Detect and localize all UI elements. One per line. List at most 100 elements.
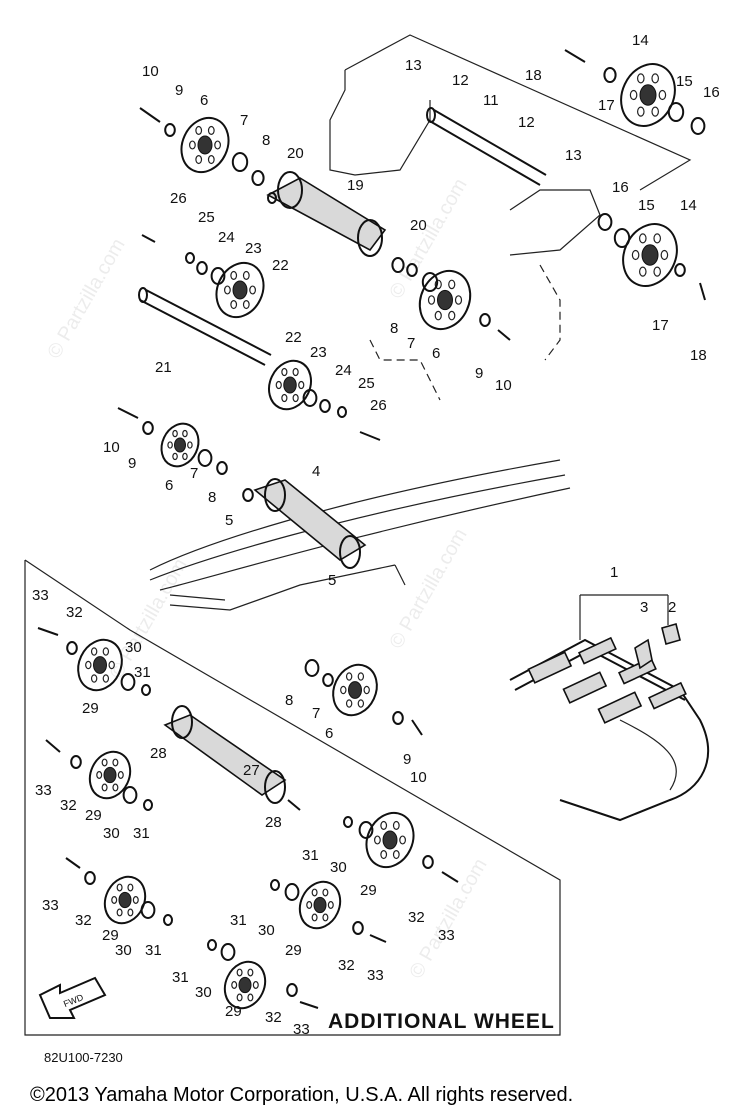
callout-number: 9 (403, 751, 411, 768)
callout-numbers: 1096782019262524232221222324252613121112… (32, 32, 720, 1038)
wheel-hole (85, 660, 92, 670)
wheel-hole (327, 901, 334, 909)
callout-number: 18 (690, 347, 707, 364)
wheel-hole (242, 270, 250, 280)
callout-number: 6 (325, 725, 333, 742)
wheel-hole (231, 981, 238, 989)
callout-number: 29 (82, 700, 99, 717)
callout-number: 13 (565, 147, 582, 164)
copyright-notice: ©2013 Yamaha Motor Corporation, U.S.A. A… (30, 1084, 574, 1106)
wheel-hole (392, 820, 400, 830)
callout-number: 11 (483, 92, 499, 109)
washer (120, 673, 136, 691)
callout-number: 20 (287, 145, 304, 162)
wheel-hole (392, 850, 400, 860)
wheel-hole (363, 685, 370, 695)
wheel-hole (236, 968, 243, 977)
callout-number: 14 (632, 32, 649, 49)
wheel-hole (230, 270, 238, 280)
callout-number: 2 (668, 599, 676, 616)
callout-number: 33 (35, 782, 52, 799)
wheel-hole (116, 908, 123, 917)
bolt (139, 107, 161, 123)
callout-number: 6 (200, 92, 208, 109)
washer (406, 263, 418, 277)
wheel-hub (348, 681, 362, 699)
wheel-hole (292, 367, 299, 377)
watermark: © Partzilla.com (385, 525, 471, 653)
wheel-hole (96, 771, 103, 779)
wheel-hole (167, 441, 173, 449)
bolt (441, 871, 459, 883)
callout-number: 26 (370, 397, 387, 414)
wheel-hole (127, 908, 134, 917)
callout-number: 9 (175, 82, 183, 99)
washer (319, 399, 331, 413)
callout-number: 32 (408, 909, 425, 926)
washer (613, 228, 631, 248)
wheel-hole (306, 901, 313, 909)
wheel-hole (636, 73, 645, 84)
wheel-hole (195, 125, 203, 135)
washer (391, 257, 405, 273)
additional-wheel-label: ADDITIONAL WHEEL (328, 1010, 555, 1033)
callout-number: 15 (638, 197, 655, 214)
washer (343, 816, 353, 828)
washer (70, 755, 82, 769)
callout-number: 16 (612, 179, 629, 196)
wheel-hole (658, 89, 667, 101)
callout-number: 8 (208, 489, 216, 506)
callout-number: 17 (598, 97, 615, 114)
callout-number: 32 (265, 1009, 282, 1026)
wheel-hole (281, 367, 288, 377)
callout-number: 15 (676, 73, 693, 90)
washer (143, 799, 153, 811)
washer (352, 921, 364, 935)
wheel-hub (174, 437, 186, 453)
wheel-hole (90, 674, 98, 683)
wheel-hole (172, 429, 178, 438)
wheel-hole (108, 660, 115, 670)
wheel-hole (242, 300, 250, 310)
callout-number: 24 (335, 362, 352, 379)
callout-number: 3 (640, 599, 648, 616)
bolt (369, 934, 387, 943)
parts-diagram: © Partzilla.com © Partzilla.com © Partzi… (24, 32, 720, 1065)
callout-number: 27 (243, 762, 260, 779)
wheel-hole (638, 233, 647, 244)
callout-number: 32 (338, 957, 355, 974)
bolt (45, 739, 61, 753)
wheel-hole (172, 452, 178, 461)
wheel-hole (399, 835, 407, 845)
washer (231, 152, 249, 172)
wheel-hole (311, 888, 318, 897)
watermark: © Partzilla.com (385, 175, 471, 303)
wheel-hole (636, 106, 645, 117)
wheel (160, 422, 200, 468)
washer (667, 102, 685, 122)
wheel-hole (653, 233, 662, 244)
wheel (418, 269, 472, 331)
callout-number: 31 (230, 912, 247, 929)
wheel-hole (357, 672, 365, 681)
wheel-hole (434, 279, 442, 290)
callout-number: 30 (258, 922, 275, 939)
callout-number: 10 (410, 769, 427, 786)
callout-number: 31 (133, 825, 150, 842)
callout-number: 13 (405, 57, 422, 74)
wheel-hole (116, 883, 123, 892)
wheel-hub (313, 896, 327, 914)
callout-number: 8 (262, 132, 270, 149)
washer (358, 821, 374, 839)
washer (185, 252, 195, 264)
washer (84, 871, 96, 885)
callout-number: 21 (155, 359, 172, 376)
washer (210, 267, 226, 285)
wheel-hole (651, 106, 660, 117)
callout-number: 14 (680, 197, 697, 214)
washer (220, 943, 236, 961)
wheel-hole (230, 300, 238, 310)
washer (337, 406, 347, 418)
wheel-hole (345, 699, 353, 708)
washer (421, 272, 439, 292)
